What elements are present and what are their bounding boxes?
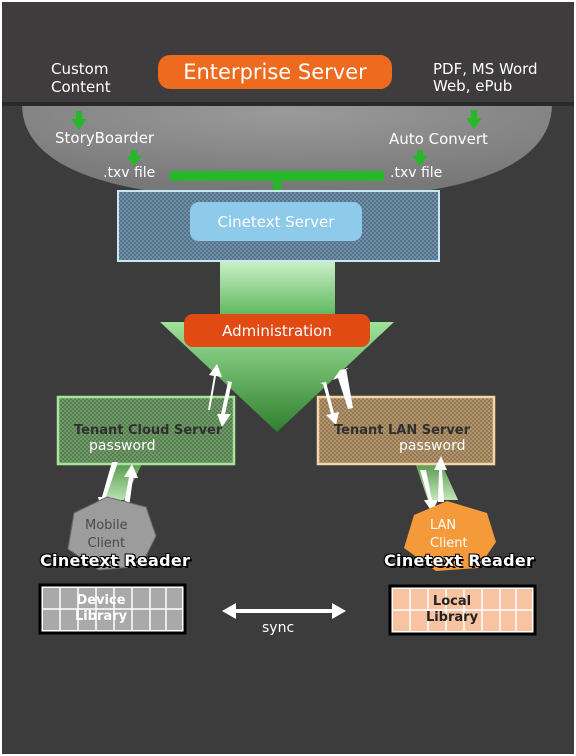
device-library-label: Device Library xyxy=(74,593,128,625)
sync-arrow xyxy=(222,603,346,619)
lan-cinetext-reader-label: Cinetext Reader xyxy=(384,551,535,570)
autoconvert-arrow xyxy=(412,150,428,166)
storyboarder-label: StoryBoarder xyxy=(55,129,155,147)
storyboarder-arrow xyxy=(126,150,142,166)
tenant-cloud-server-label: Tenant Cloud Server xyxy=(74,423,223,438)
sync-label: sync xyxy=(262,620,295,636)
admin-lan-arrows xyxy=(320,368,353,425)
tenant-lan-box xyxy=(316,395,496,466)
local-library-label: Local Library xyxy=(425,594,479,626)
mobile-cinetext-reader-label: Cinetext Reader xyxy=(40,551,191,570)
local-library-grid xyxy=(388,584,537,636)
source-formats-label: PDF, MS Word Web, ePub xyxy=(433,60,538,95)
txv-file-right-label: .txv file xyxy=(390,165,443,181)
mobile-client-label: Mobile Client xyxy=(85,518,128,551)
tenant-lan-server-label: Tenant LAN Server xyxy=(334,423,471,438)
merge-bar xyxy=(170,171,384,181)
enterprise-dome xyxy=(22,104,552,200)
lan-client-label: LAN Client xyxy=(430,518,468,551)
cinetext-server-label: Cinetext Server xyxy=(190,202,362,241)
txv-file-left-label: .txv file xyxy=(103,165,156,181)
device-library-grid xyxy=(38,583,187,635)
enterprise-server-title: Enterprise Server xyxy=(158,55,392,89)
lan-client-shape xyxy=(404,501,496,571)
admin-cloud-arrows xyxy=(204,364,232,427)
administration-label: Administration xyxy=(184,314,370,347)
mobile-client-shape xyxy=(67,496,157,571)
lan-client-arrows xyxy=(420,456,447,512)
custom-content-label: Custom Content xyxy=(51,60,111,96)
flow-stem xyxy=(220,262,335,324)
left-source-arrow xyxy=(71,111,87,130)
right-source-arrow xyxy=(466,110,482,129)
auto-convert-label: Auto Convert xyxy=(389,130,488,148)
tenant-cloud-box xyxy=(56,395,236,466)
cloud-password-label: password xyxy=(89,438,156,454)
distribution-funnel xyxy=(160,322,394,432)
lan-password-label: password xyxy=(399,438,466,454)
